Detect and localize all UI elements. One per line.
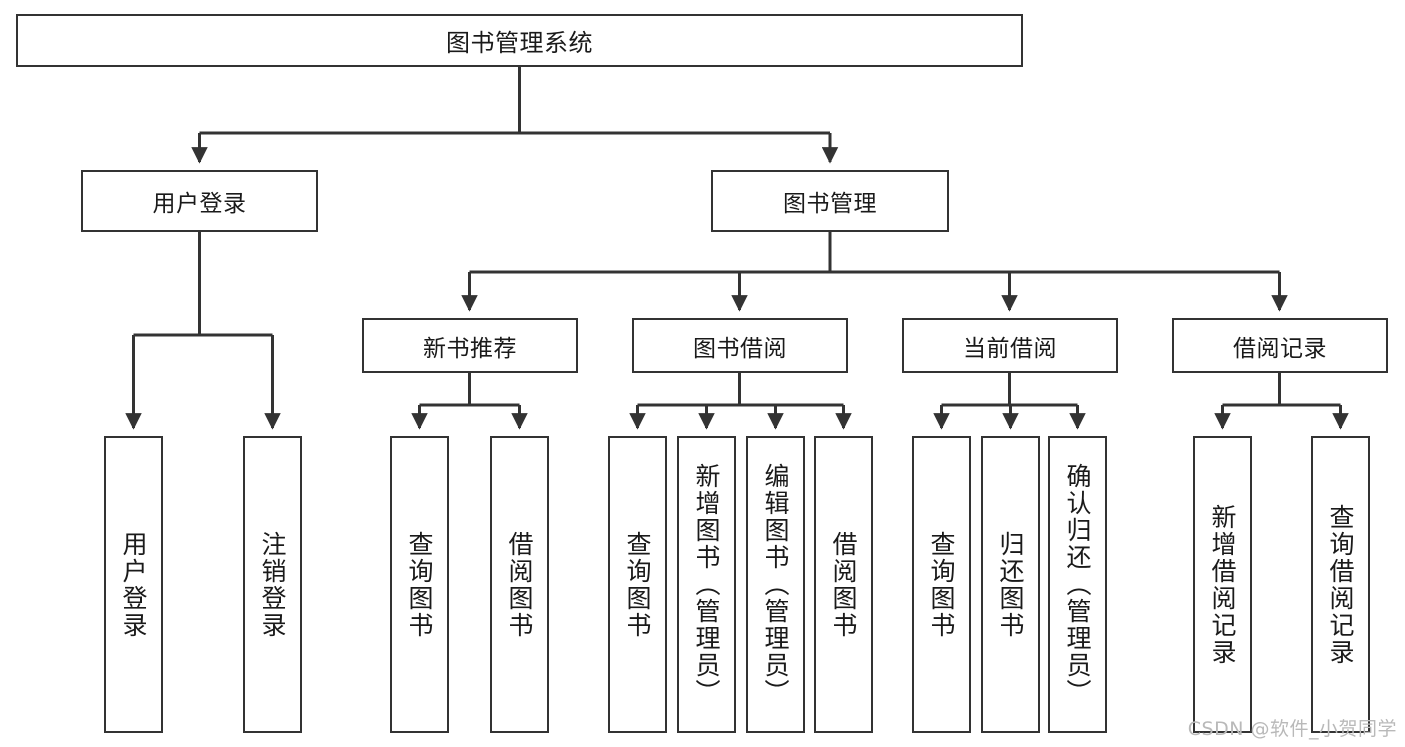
node-borrow-record[interactable]: 借阅记录 (1172, 318, 1388, 373)
node-book-borrow[interactable]: 图书借阅 (632, 318, 848, 373)
node-leaf-query-book-1[interactable]: 查询图书 (390, 436, 449, 733)
node-leaf-confirm-return[interactable]: 确认归还（管理员） (1048, 436, 1107, 733)
node-book-borrow-label: 图书借阅 (693, 335, 787, 362)
node-book-manage-label: 图书管理 (783, 191, 877, 217)
node-leaf-query-record-label: 查询借阅记录 (1326, 503, 1355, 666)
node-book-manage[interactable]: 图书管理 (711, 170, 949, 232)
node-leaf-borrow-book-1-label: 借阅图书 (505, 530, 534, 639)
node-leaf-add-book-label: 新增图书（管理员） (692, 463, 721, 706)
node-leaf-borrow-book-2[interactable]: 借阅图书 (814, 436, 873, 733)
node-leaf-edit-book-label: 编辑图书（管理员） (761, 463, 790, 706)
node-root[interactable]: 图书管理系统 (16, 14, 1023, 67)
node-leaf-query-book-3[interactable]: 查询图书 (912, 436, 971, 733)
node-leaf-user-login[interactable]: 用户登录 (104, 436, 163, 733)
node-leaf-query-book-2[interactable]: 查询图书 (608, 436, 667, 733)
node-user-login[interactable]: 用户登录 (81, 170, 318, 232)
node-leaf-query-book-3-label: 查询图书 (927, 530, 956, 639)
node-user-login-label: 用户登录 (152, 191, 247, 217)
node-leaf-query-book-1-label: 查询图书 (405, 530, 434, 639)
node-leaf-logout-login-label: 注销登录 (258, 530, 287, 639)
node-leaf-query-record[interactable]: 查询借阅记录 (1311, 436, 1370, 733)
node-leaf-return-book[interactable]: 归还图书 (981, 436, 1040, 733)
node-leaf-return-book-label: 归还图书 (996, 530, 1025, 639)
node-borrow-record-label: 借阅记录 (1233, 335, 1327, 362)
node-leaf-confirm-return-label: 确认归还（管理员） (1063, 463, 1092, 706)
node-leaf-add-record[interactable]: 新增借阅记录 (1193, 436, 1252, 733)
node-new-book-rec-label: 新书推荐 (423, 335, 517, 362)
node-leaf-borrow-book-1[interactable]: 借阅图书 (490, 436, 549, 733)
node-current-borrow-label: 当前借阅 (963, 335, 1057, 362)
node-leaf-add-record-label: 新增借阅记录 (1208, 503, 1237, 666)
node-leaf-query-book-2-label: 查询图书 (623, 530, 652, 639)
node-leaf-borrow-book-2-label: 借阅图书 (829, 530, 858, 639)
node-root-label: 图书管理系统 (446, 29, 593, 57)
node-current-borrow[interactable]: 当前借阅 (902, 318, 1118, 373)
node-leaf-user-login-label: 用户登录 (119, 530, 148, 639)
node-leaf-edit-book[interactable]: 编辑图书（管理员） (746, 436, 805, 733)
node-new-book-rec[interactable]: 新书推荐 (362, 318, 578, 373)
node-leaf-add-book[interactable]: 新增图书（管理员） (677, 436, 736, 733)
node-leaf-logout-login[interactable]: 注销登录 (243, 436, 302, 733)
